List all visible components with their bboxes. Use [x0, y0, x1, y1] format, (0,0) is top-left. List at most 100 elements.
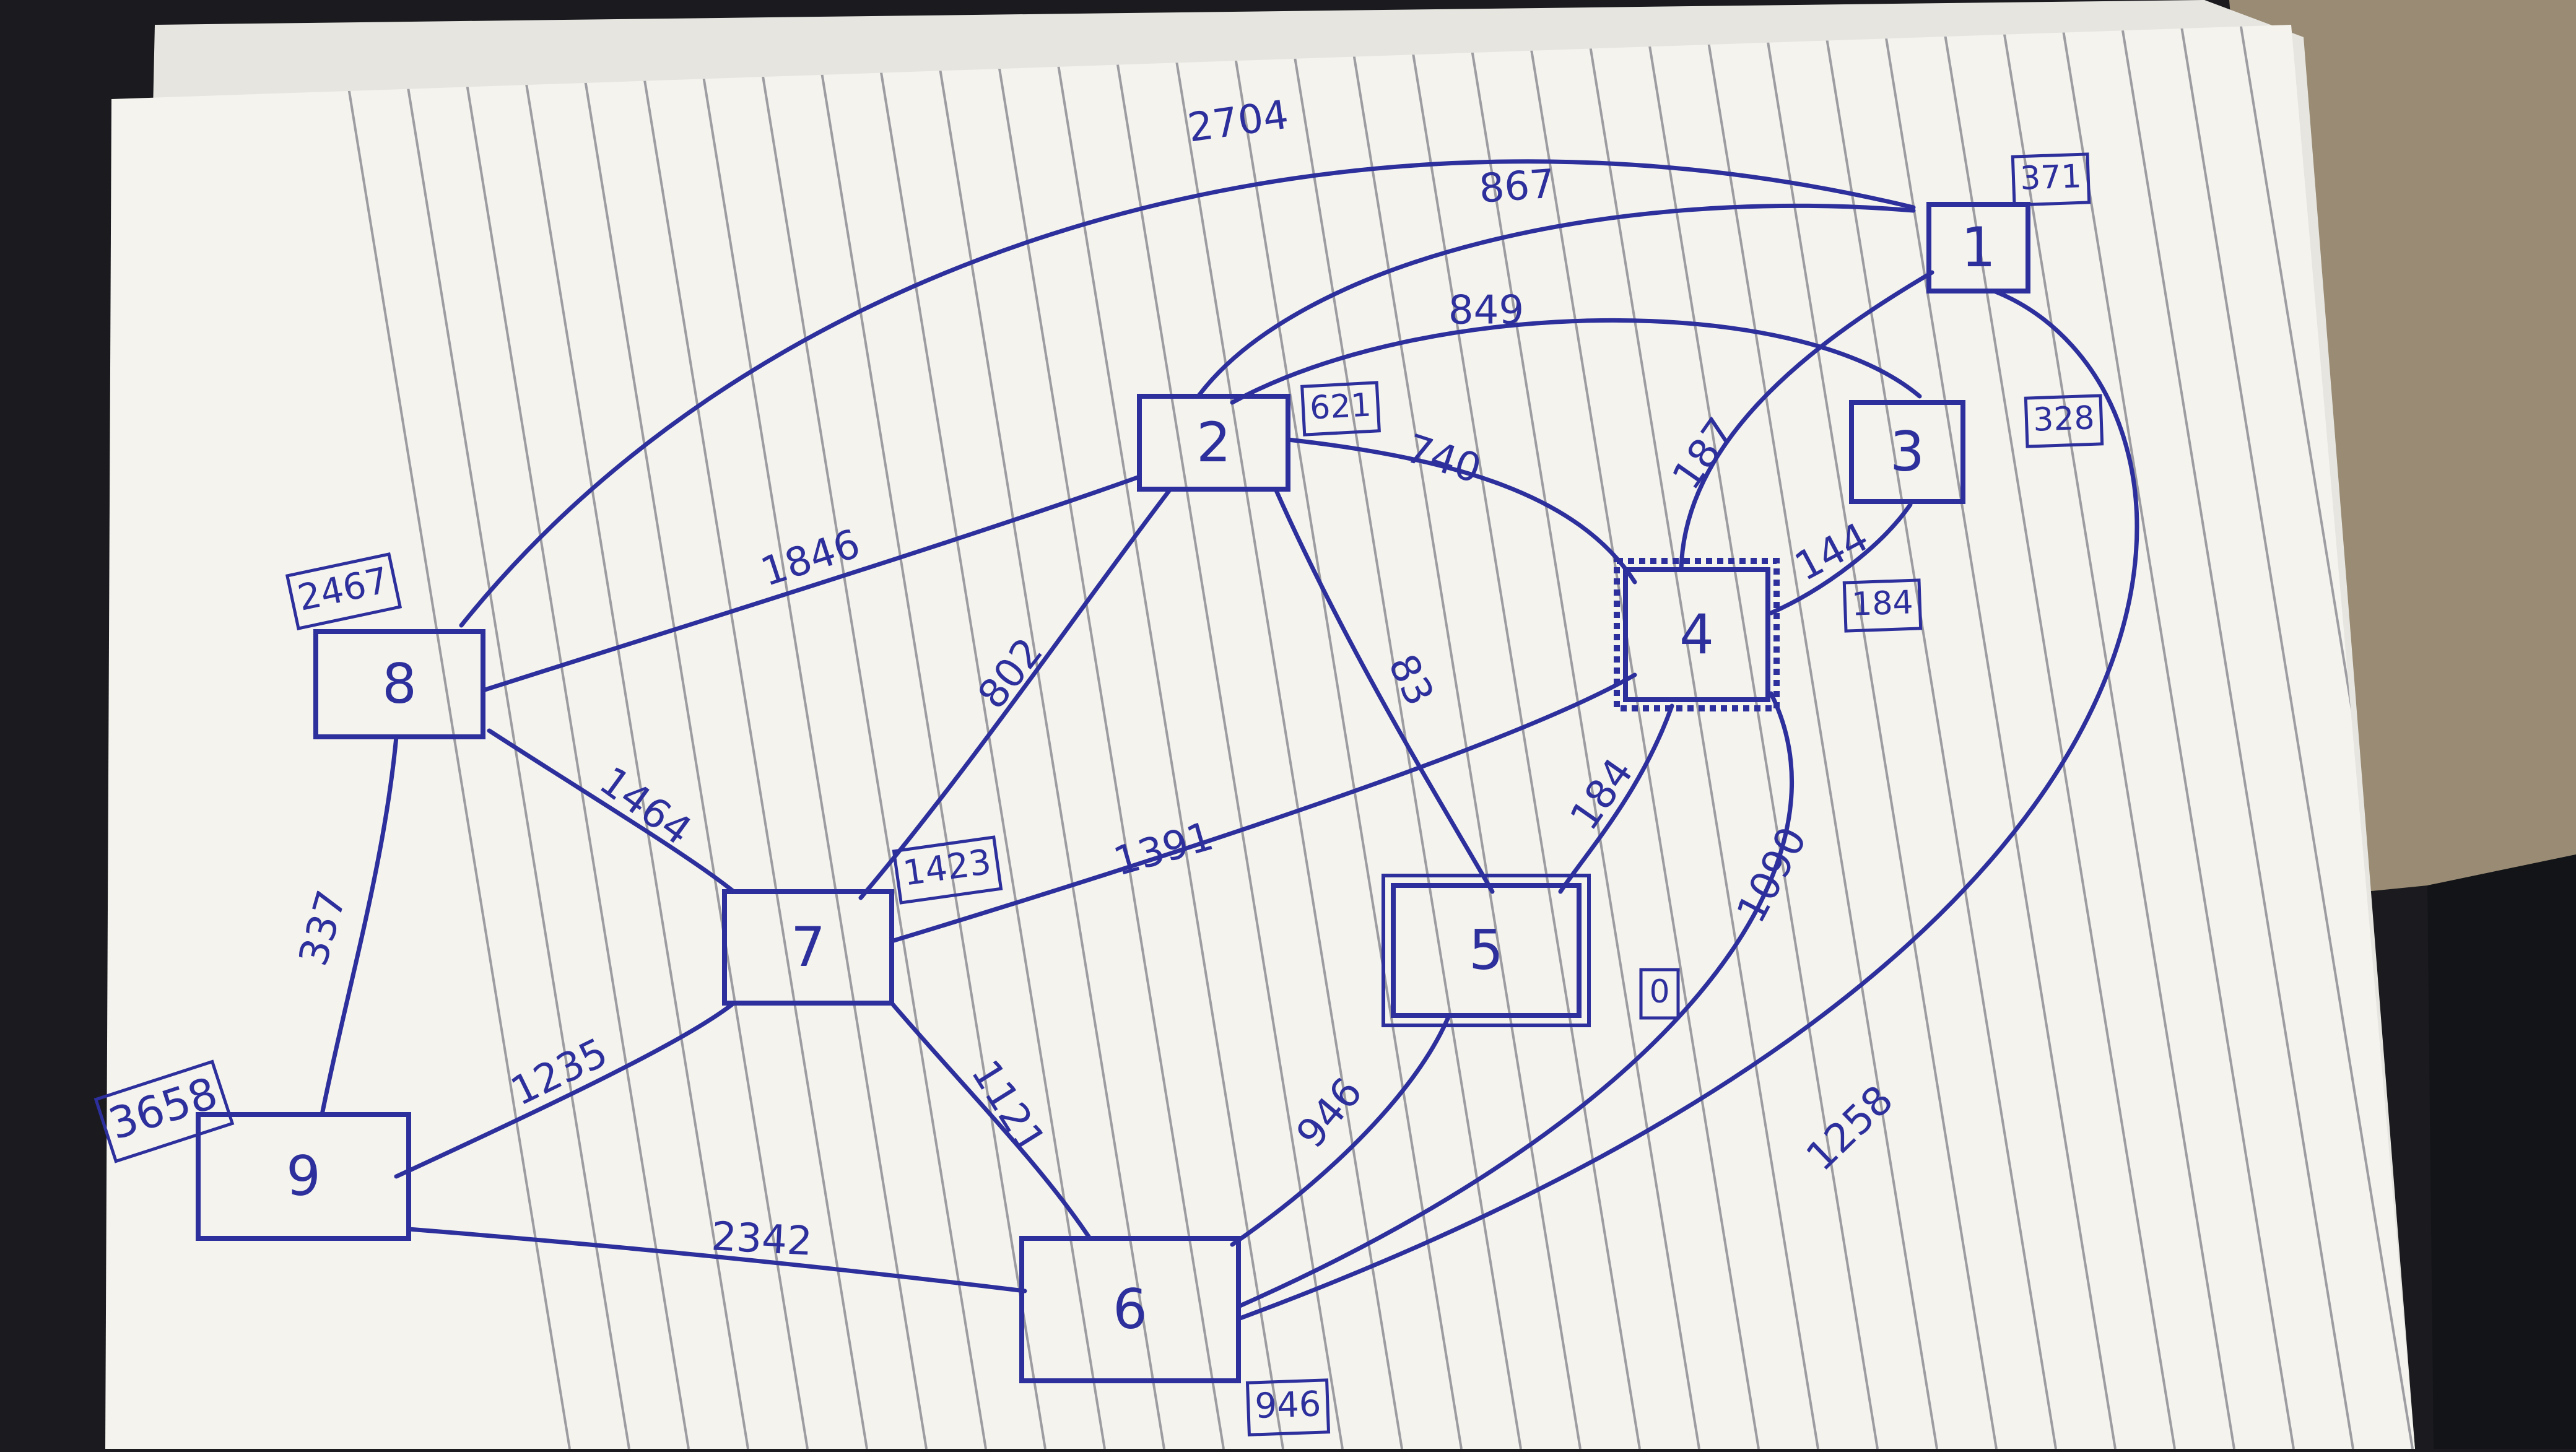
node-weight-tag: 946 — [1245, 1378, 1331, 1437]
node-label: 5 — [1469, 918, 1503, 982]
node-weight: 946 — [1254, 1384, 1321, 1427]
node-4[interactable]: 4 — [1614, 558, 1780, 711]
node-box — [1926, 202, 2030, 293]
node-weight-box — [2024, 394, 2104, 448]
edge-7-4 — [889, 672, 1637, 944]
ruled-line — [1879, 25, 2117, 1449]
node-weight-box — [892, 835, 1003, 905]
node-weight-tag: 328 — [2024, 394, 2104, 448]
node-label: 7 — [791, 915, 825, 979]
node-weight: 328 — [2032, 399, 2095, 438]
edge-2-5 — [1273, 487, 1495, 894]
node-label: 9 — [286, 1144, 321, 1208]
node-weight: 0 — [1649, 973, 1669, 1011]
node-weight-box — [2011, 152, 2091, 207]
edge-8-2 — [481, 474, 1142, 693]
edge-1-6 — [1236, 289, 2139, 1321]
node-box — [1019, 1236, 1241, 1383]
edge-weight-9-6: 2342 — [710, 1214, 814, 1264]
ruled-line — [1046, 25, 1284, 1449]
node-weight-tag: 0 — [1639, 968, 1680, 1020]
ruled-line — [1165, 25, 1403, 1449]
carpet-shadow — [2427, 854, 2576, 1449]
ruled-line — [809, 25, 1046, 1449]
edges-layer — [320, 159, 2139, 1321]
node-7[interactable]: 7 — [722, 889, 894, 1006]
node-box — [1137, 394, 1290, 492]
node-label: 8 — [382, 652, 417, 716]
paper-sheet — [105, 25, 2415, 1449]
ruled-line — [1344, 25, 1582, 1449]
node-1[interactable]: 1 — [1926, 202, 2030, 293]
ruled-line — [1641, 25, 1879, 1449]
node-weight: 621 — [1309, 386, 1372, 427]
edge-2-4 — [1286, 437, 1637, 585]
ruled-line — [511, 25, 749, 1449]
node-label: 1 — [1961, 215, 1996, 279]
node-weight: 184 — [1851, 584, 1913, 623]
node-8[interactable]: 8 — [313, 629, 485, 739]
ruled-line — [1225, 25, 1463, 1449]
ruled-line — [1938, 25, 2176, 1449]
edge-8-7 — [487, 728, 736, 894]
node-label: 4 — [1679, 602, 1714, 666]
node-box-outer — [1614, 558, 1780, 711]
edge-7-2 — [858, 487, 1173, 900]
node-weight-tag: 371 — [2011, 152, 2091, 207]
edge-4-3 — [1769, 502, 1913, 615]
edge-9-7 — [394, 1001, 736, 1179]
edge-9-6 — [406, 1227, 1027, 1293]
node-box — [1849, 400, 1965, 504]
node-weight-box — [1245, 1378, 1331, 1437]
ruled-line — [630, 25, 868, 1449]
node-box — [722, 889, 894, 1006]
ruled-line — [928, 25, 1165, 1449]
node-weight-box — [1300, 381, 1381, 437]
node-weight-box — [285, 552, 402, 630]
node-2[interactable]: 2 — [1137, 394, 1290, 492]
ruled-line — [1760, 25, 1998, 1449]
node-label: 3 — [1890, 420, 1925, 484]
node-box-outer — [1382, 874, 1591, 1027]
ruled-line — [1403, 25, 1641, 1449]
edge-2-3 — [1230, 318, 1922, 405]
node-box — [313, 629, 485, 739]
node-label: 6 — [1113, 1277, 1147, 1341]
node-box — [1623, 567, 1770, 702]
node-weight-box — [1639, 968, 1680, 1020]
node-weight-tag: 621 — [1300, 381, 1381, 437]
ruled-line — [1522, 25, 1760, 1449]
ruled-line — [1819, 25, 2057, 1449]
ruled-line — [393, 25, 630, 1449]
node-9[interactable]: 9 — [196, 1112, 411, 1241]
node-label: 2 — [1196, 411, 1231, 474]
ruled-line — [571, 25, 809, 1449]
ruled-line — [1106, 25, 1344, 1449]
edge-weight-2-1: 867 — [1477, 161, 1556, 212]
ruled-line — [2057, 25, 2295, 1449]
node-box — [196, 1112, 411, 1241]
ruled-line — [1582, 25, 1819, 1449]
ruled-line — [1284, 25, 1522, 1449]
ruled-line — [333, 25, 571, 1449]
edge-2-1 — [1196, 203, 1916, 399]
edge-4-1 — [1679, 270, 1934, 572]
ruled-line — [690, 25, 928, 1449]
node-weight-box — [1842, 578, 1923, 633]
node-6[interactable]: 6 — [1019, 1236, 1241, 1383]
ruled-line — [2176, 25, 2414, 1449]
edge-9-8 — [320, 734, 399, 1117]
edge-7-6 — [889, 1001, 1092, 1241]
ruled-line — [1463, 25, 1700, 1449]
edge-6-5 — [1230, 1013, 1451, 1247]
node-weight-tag: 184 — [1842, 578, 1923, 633]
edge-8-1 — [459, 159, 1916, 628]
node-5[interactable]: 5 — [1382, 874, 1591, 1027]
ruled-line — [2117, 25, 2354, 1449]
nodes-layer: 1 2 3 4 5 6 7 8 9 — [196, 202, 2030, 1383]
node-3[interactable]: 3 — [1849, 400, 1965, 504]
node-weight-box — [94, 1059, 235, 1163]
edge-4-6 — [1236, 691, 1794, 1309]
